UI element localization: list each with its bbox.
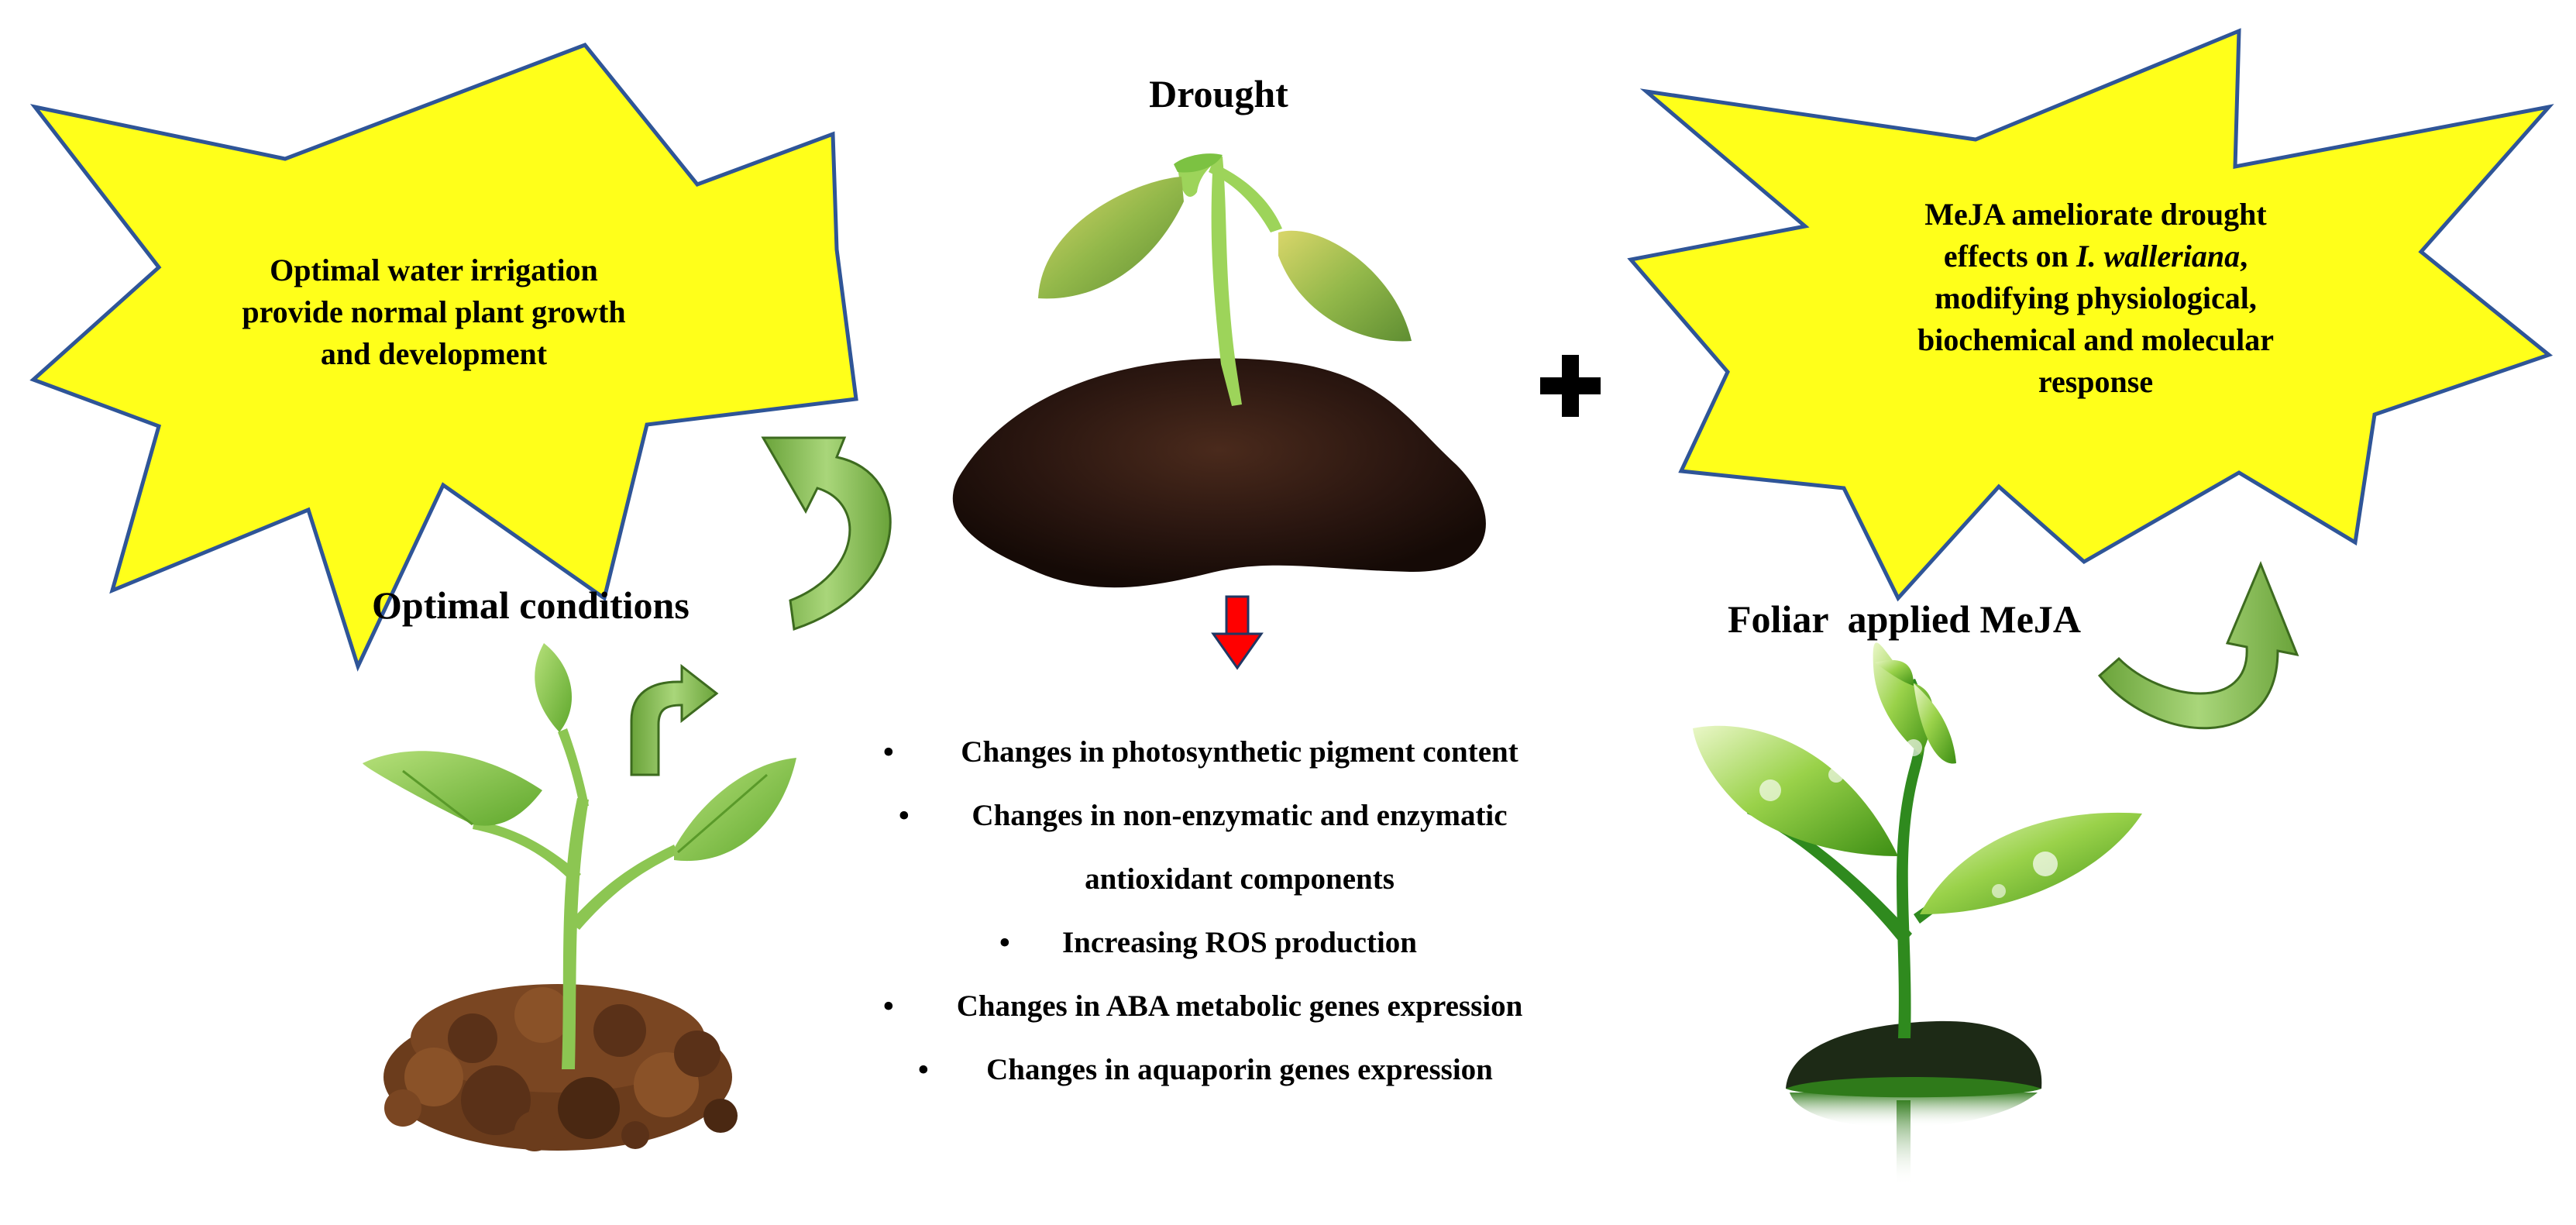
meja-burst-text: MeJA ameliorate drought effects on I. wa…: [1848, 194, 2344, 403]
effect-text: Changes in aquaporin genes expression: [986, 1053, 1493, 1086]
drought-plant-image: [952, 153, 1486, 588]
effect-item: • Changes in photosynthetic pigment conte…: [883, 735, 1596, 769]
bullet: •: [899, 799, 910, 832]
meja-burst-line: MeJA ameliorate drought: [1924, 197, 2267, 232]
effect-item: • Increasing ROS production: [883, 925, 1596, 960]
bullet: •: [999, 926, 1010, 959]
effect-item-continuation: antioxidant components: [883, 862, 1596, 896]
curved-arrow-left: [761, 436, 892, 631]
healthy-plant-image: [363, 643, 796, 1151]
meja-burst-line: response: [2038, 364, 2154, 399]
effect-text: Increasing ROS production: [1062, 926, 1417, 959]
bullet: •: [883, 735, 894, 769]
meja-burst-text-part: ,: [2240, 239, 2248, 274]
effect-text: Changes in ABA metabolic genes expressio…: [956, 989, 1523, 1023]
optimal-burst-line: Optimal water irrigation: [270, 253, 598, 287]
red-down-arrow: [1211, 595, 1264, 670]
foliar-meja-label: Foliar applied MeJA: [1728, 597, 2082, 641]
bent-arrow-small: [630, 663, 719, 776]
optimal-starburst: [29, 43, 858, 672]
curved-arrow-right: [2097, 561, 2299, 730]
meja-burst-line: effects on I. walleriana,: [1848, 236, 2344, 277]
meja-burst-line: modifying physiological,: [1935, 280, 2257, 315]
plus-icon: [1540, 355, 1601, 417]
effect-text: Changes in non-enzymatic and enzymatic: [972, 799, 1508, 832]
meja-burst-text-part: effects on: [1943, 239, 2076, 274]
effect-item: • Changes in non-enzymatic and enzymatic: [883, 798, 1596, 833]
effect-item: • Changes in aquaporin genes expression: [883, 1052, 1596, 1087]
meja-burst-line: biochemical and molecular: [1917, 322, 2274, 357]
species-name: I. walleriana: [2076, 239, 2241, 274]
meja-starburst: [1627, 28, 2554, 602]
bullet: •: [918, 1053, 929, 1086]
optimal-burst-line: and development: [320, 336, 548, 371]
drought-label: Drought: [1149, 72, 1288, 115]
effect-item: • Changes in ABA metabolic genes expressi…: [883, 989, 1596, 1024]
effect-text: antioxidant components: [1085, 862, 1395, 896]
meja-plant-image: [1693, 642, 2142, 1185]
effect-text: Changes in photosynthetic pigment conten…: [961, 735, 1518, 769]
bullet: •: [883, 989, 894, 1023]
optimal-conditions-label: Optimal conditions: [372, 583, 690, 627]
optimal-burst-line: provide normal plant growth: [242, 294, 626, 329]
optimal-burst-text: Optimal water irrigation provide normal …: [186, 249, 682, 375]
